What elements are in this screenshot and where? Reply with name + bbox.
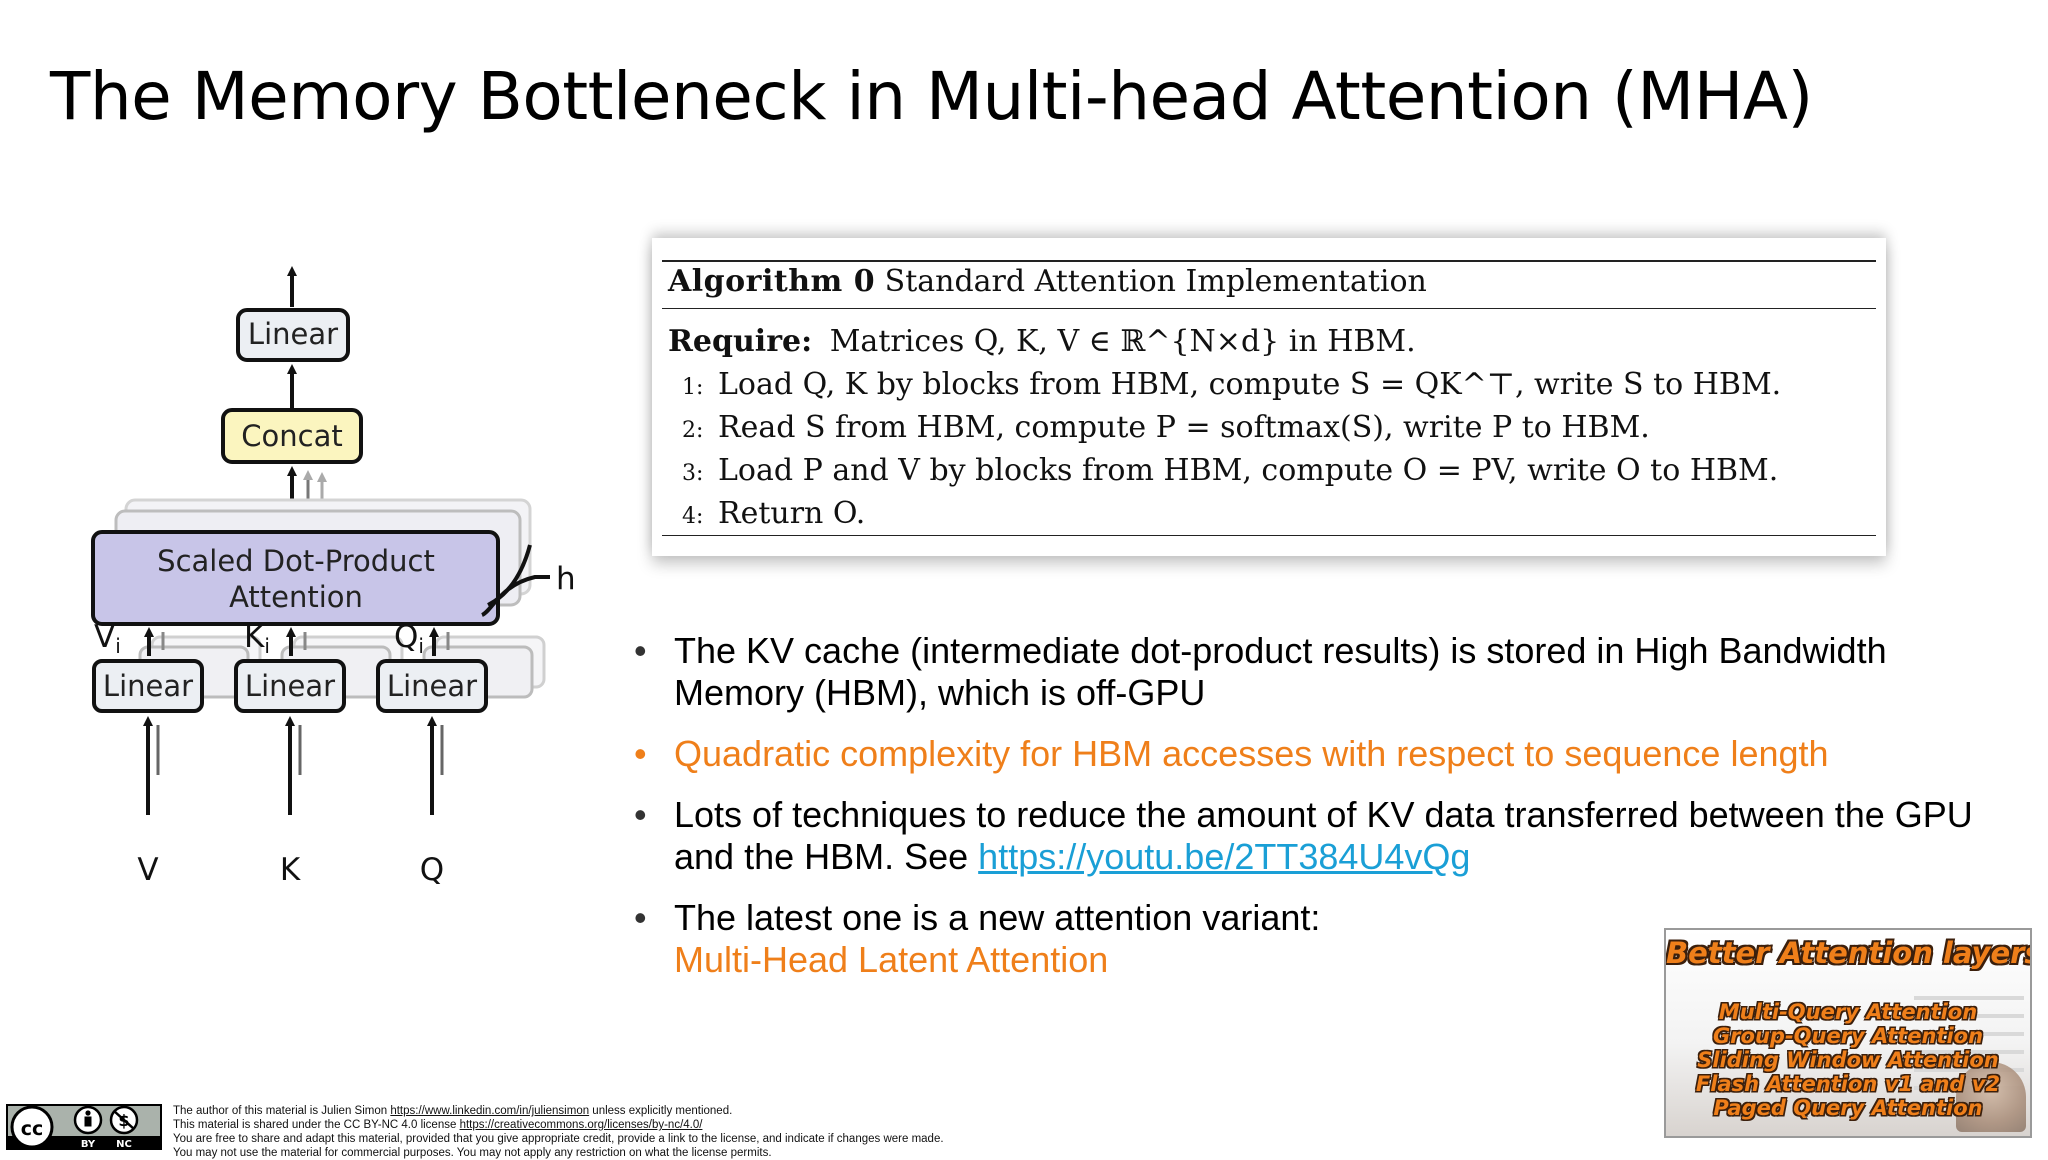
projection-k: Linear Ki K: [234, 619, 404, 888]
projection-q-subscript: Qi: [394, 619, 424, 658]
algorithm-top-rule: [662, 260, 1876, 262]
thumbnail-title: Better Attention layers: [1666, 936, 2032, 970]
video-thumbnail[interactable]: Better Attention layers Multi-Query Atte…: [1664, 928, 2032, 1138]
algorithm-bottom-rule: [662, 535, 1876, 536]
algorithm-box: Algorithm 0 Standard Attention Implement…: [652, 238, 1886, 556]
bullet-latest-variant: The latest one is a new attention varian…: [634, 897, 2004, 981]
projection-v-label: Linear: [103, 669, 193, 703]
algorithm-step: 1: Load Q, K by blocks from HBM, compute …: [682, 367, 1781, 402]
license-line-terms: You are free to share and adapt this mat…: [173, 1133, 944, 1145]
attention-box: [91, 530, 500, 626]
bullet-list: The KV cache (intermediate dot-product r…: [634, 630, 2004, 1000]
heads-bracket: [480, 544, 550, 617]
thumbnail-item: Paged Query Attention: [1713, 1096, 1983, 1120]
license-line-share: This material is shared under the CC BY-…: [173, 1118, 944, 1132]
bullet-latest-variant-text: The latest one is a new attention varian…: [674, 897, 1321, 938]
projection-k-label: Linear: [245, 669, 335, 703]
svg-text:cc: cc: [21, 1118, 44, 1140]
algorithm-step: 3: Load P and V by blocks from HBM, compu…: [682, 453, 1778, 488]
thumbnail-item: Sliding Window Attention: [1697, 1048, 1999, 1072]
projection-v: Linear Vi V: [92, 619, 262, 888]
badge-by-text: BY: [81, 1139, 96, 1150]
algorithm-step-text: Read S from HBM, compute P = softmax(S),…: [718, 410, 1650, 445]
algorithm-step-number: 2:: [682, 418, 704, 443]
concat-box: [221, 408, 363, 464]
input-k-label: K: [280, 852, 301, 888]
algorithm-step: 4: Return O.: [682, 496, 865, 531]
algorithm-header: Algorithm 0 Standard Attention Implement…: [668, 264, 1427, 299]
algorithm-require-text: Matrices Q, K, V ∈ ℝ^{N×d} in HBM.: [829, 324, 1416, 359]
projection-v-subscript: Vi: [94, 619, 121, 658]
algorithm-step-number: 1:: [682, 375, 704, 400]
heads-label: h: [556, 561, 576, 597]
algorithm-step: 2: Read S from HBM, compute P = softmax(S…: [682, 410, 1650, 445]
bullet-kv-cache: The KV cache (intermediate dot-product r…: [634, 630, 2004, 714]
attention-label-line1: Scaled Dot-Product: [157, 544, 435, 578]
attention-label-line2: Attention: [229, 580, 363, 614]
algorithm-step-text: Load P and V by blocks from HBM, compute…: [718, 453, 1779, 488]
output-linear-label: Linear: [248, 317, 338, 351]
algorithm-step-number: 3:: [682, 461, 704, 486]
slide-title: The Memory Bottleneck in Multi-head Atte…: [50, 58, 1813, 135]
output-linear-box: [236, 308, 350, 362]
bullet-techniques: Lots of techniques to reduce the amount …: [634, 794, 2004, 878]
projection-q-label: Linear: [387, 669, 477, 703]
algorithm-step-number: 4:: [682, 504, 704, 529]
mha-diagram: Linear Concat Scaled Dot-Product Attenti…: [91, 266, 576, 888]
projection-k-subscript: Ki: [244, 619, 270, 658]
thumbnail-item: Flash Attention v1 and v2: [1695, 1072, 2001, 1096]
thumbnail-presenter-image: [1956, 1062, 2026, 1132]
cc-by-nc-badge: cc $ BY NC: [6, 1104, 162, 1150]
license-author-text: The author of this material is Julien Si…: [173, 1105, 391, 1117]
input-q-label: Q: [420, 852, 444, 888]
linkedin-link[interactable]: https://www.linkedin.com/in/juliensimon: [390, 1105, 590, 1117]
video-link[interactable]: https://youtu.be/2TT384U4vQg: [978, 836, 1471, 877]
algorithm-step-text: Return O.: [718, 496, 866, 531]
thumbnail-item: Group-Query Attention: [1712, 1024, 1984, 1048]
cc-icon: [10, 1105, 54, 1149]
concat-label: Concat: [241, 419, 342, 453]
thumbnail-item: Multi-Query Attention: [1718, 1000, 1978, 1024]
algorithm-step-text: Load Q, K by blocks from HBM, compute S …: [718, 367, 1782, 402]
bullet-quadratic-complexity: Quadratic complexity for HBM accesses wi…: [634, 733, 2004, 775]
bullet-mla-accent: Multi-Head Latent Attention: [674, 939, 1109, 980]
algorithm-name: Algorithm 0: [668, 264, 876, 299]
license-share-text: This material is shared under the CC BY-…: [173, 1119, 460, 1131]
badge-nc-text: NC: [116, 1139, 132, 1150]
license-author-suffix: unless explicitly mentioned.: [589, 1105, 733, 1117]
algorithm-mid-rule: [662, 308, 1876, 309]
algorithm-caption: Standard Attention Implementation: [884, 264, 1427, 299]
license-link[interactable]: https://creativecommons.org/licenses/by-…: [459, 1119, 703, 1131]
projection-q: Linear Qi Q: [376, 619, 546, 888]
license-line-restrictions: You may not use the material for commerc…: [173, 1147, 772, 1159]
input-v-label: V: [137, 852, 158, 888]
algorithm-require: Require: Matrices Q, K, V ∈ ℝ^{N×d} in H…: [668, 324, 1416, 359]
algorithm-require-label: Require:: [668, 324, 813, 359]
bullet-techniques-text: Lots of techniques to reduce the amount …: [674, 794, 1973, 877]
license-line-author: The author of this material is Julien Si…: [173, 1104, 944, 1118]
thumbnail-items: Multi-Query Attention Group-Query Attent…: [1666, 1000, 2030, 1120]
